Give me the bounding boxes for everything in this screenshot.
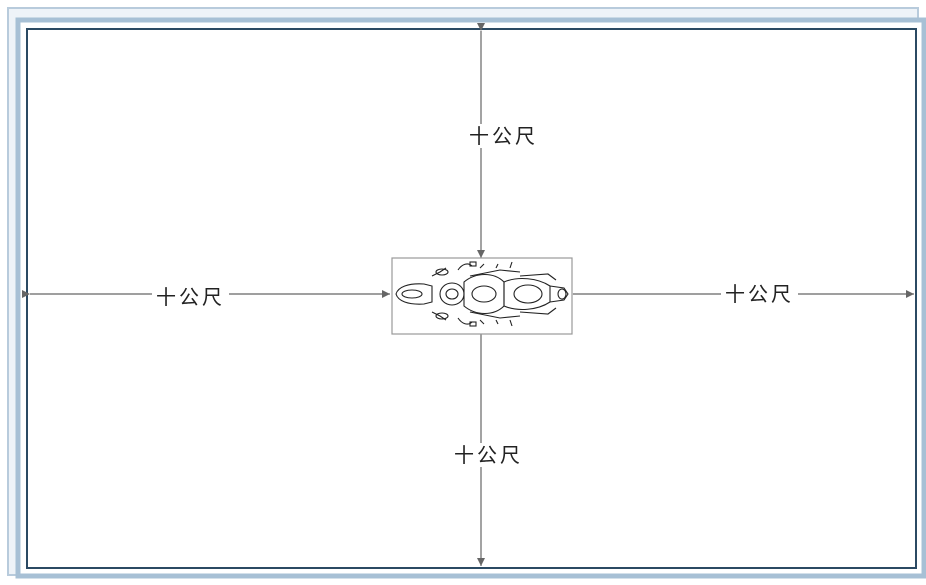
label-bottom-distance: 十公尺 — [450, 443, 527, 467]
motorcycle-top-view-icon — [395, 261, 569, 327]
label-right-distance: 十公尺 — [721, 282, 798, 306]
label-top-distance: 十公尺 — [465, 124, 542, 148]
label-left-distance: 十公尺 — [152, 285, 229, 309]
